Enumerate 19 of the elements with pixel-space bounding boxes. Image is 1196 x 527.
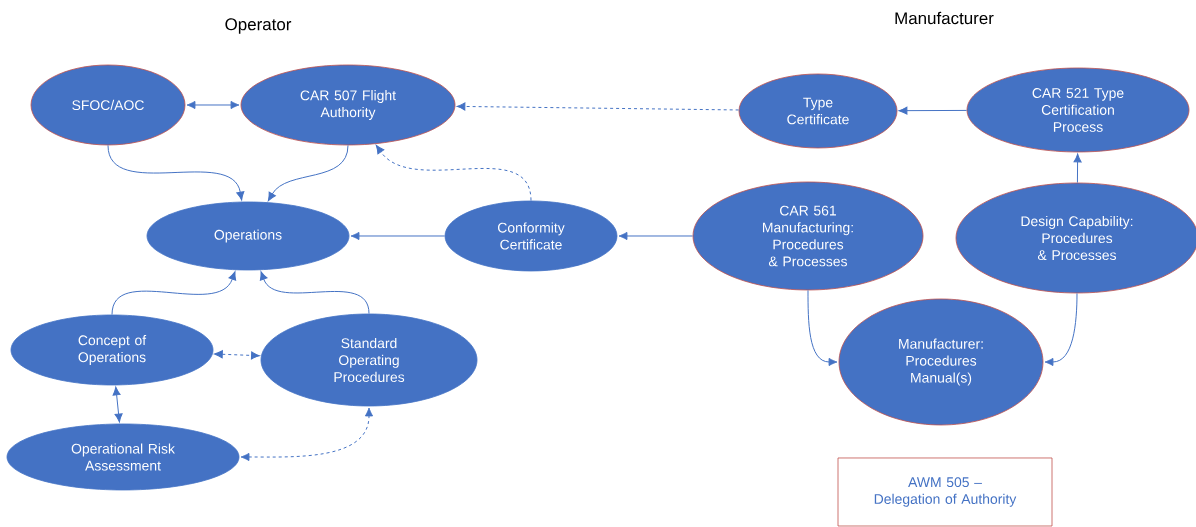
arrow: [456, 102, 740, 111]
arrow: [1073, 153, 1082, 184]
arrow: [375, 145, 532, 202]
arrow: [1044, 292, 1078, 367]
arrow: [807, 289, 838, 367]
heading: Manufacturer: [895, 11, 994, 25]
arrow: [111, 271, 237, 316]
arrow: [240, 407, 374, 462]
arrow: [350, 231, 446, 241]
text-box: AWM 505 – Delegation of Authority: [837, 457, 1053, 527]
arrow: [267, 144, 349, 202]
arrow: [898, 106, 968, 115]
arrow: [186, 100, 240, 110]
arrow: [214, 350, 260, 360]
arrow: [259, 271, 370, 315]
heading: Operator: [225, 18, 292, 34]
arrow: [107, 144, 245, 201]
arrow: [618, 231, 694, 241]
arrow: [112, 386, 123, 423]
